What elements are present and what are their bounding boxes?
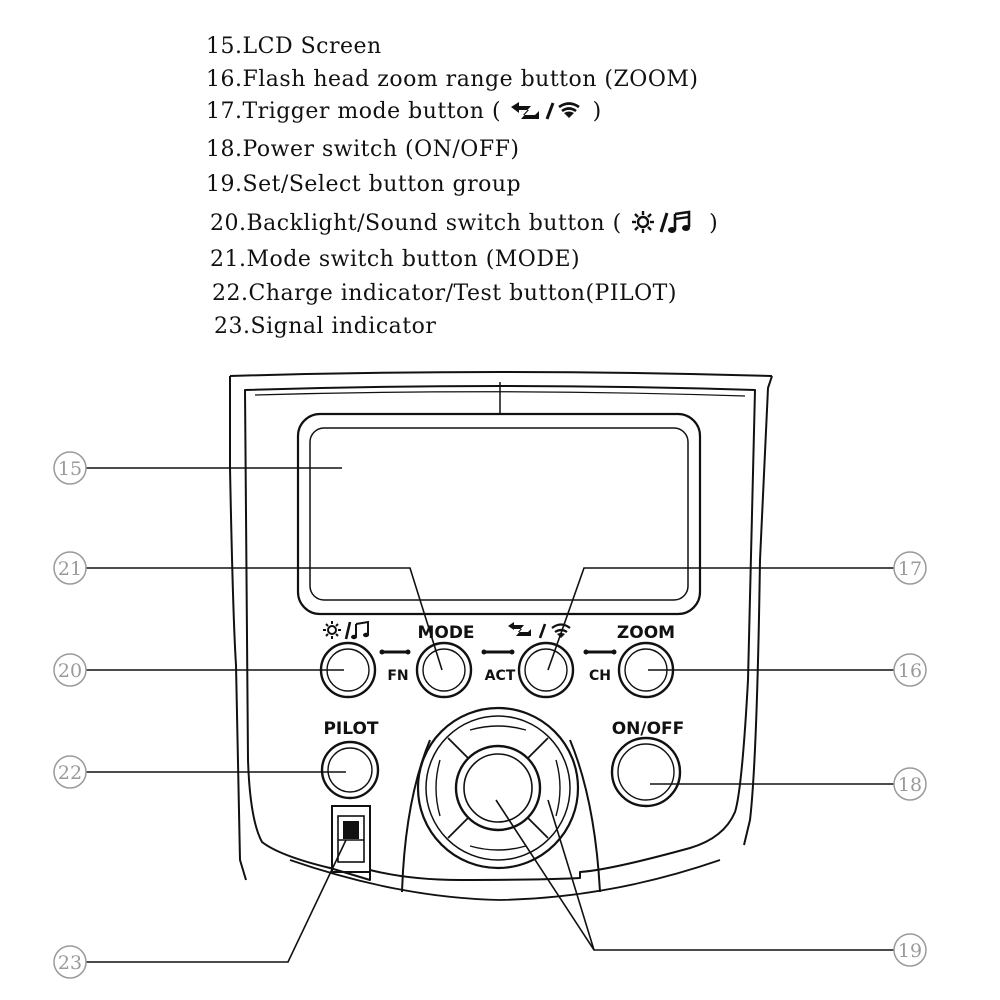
callout-22: 22 [58, 762, 82, 784]
lcd-screen-inner [309, 427, 689, 601]
mode-label: MODE [417, 623, 474, 643]
fn-label: FN [387, 668, 408, 684]
signal-indicator [331, 805, 371, 873]
legend-text: Charge indicator/Test button(PILOT) [248, 281, 677, 306]
lcd-screen [296, 412, 702, 616]
legend-item-23: 23.Signal indicator [214, 314, 436, 339]
legend-text: Trigger mode button ( [242, 99, 502, 124]
trigger-mode-label-icon [508, 622, 571, 639]
legend-item-21: 21.Mode switch button (MODE) [210, 247, 580, 272]
legend-item-18: 18.Power switch (ON/OFF) [206, 137, 519, 162]
callout-23: 23 [58, 952, 82, 974]
inner-panel [244, 385, 756, 881]
legend-text-after: ) [592, 99, 602, 124]
legend-number: 21. [210, 247, 247, 272]
callout-16: 16 [898, 660, 922, 682]
pilot-button[interactable] [320, 740, 380, 800]
callout-17: 17 [898, 558, 922, 580]
legend-number: 17. [206, 99, 243, 124]
trigger-mode-button[interactable] [517, 641, 575, 699]
legend-number: 23. [214, 314, 251, 339]
callout-circles [53, 451, 927, 979]
legend-item-15: 15.LCD Screen [206, 34, 382, 59]
callout-19: 19 [898, 940, 922, 962]
legend-number: 15. [206, 34, 243, 59]
set-select-button-group[interactable] [416, 706, 580, 870]
legend-text-after: ) [709, 211, 719, 236]
legend-text: LCD Screen [242, 34, 382, 59]
legend-number: 18. [206, 137, 243, 162]
ch-label: CH [589, 668, 611, 684]
callout-18: 18 [898, 774, 922, 796]
sun-music-icon [632, 210, 691, 233]
legend-item-20: 20.Backlight/Sound switch button ( ) [210, 210, 718, 236]
legend-text: Set/Select button group [242, 172, 522, 197]
backlight-sound-label-icon [323, 620, 369, 640]
callout-15: 15 [58, 458, 82, 480]
callout-21: 21 [58, 558, 82, 580]
legend-text: Flash head zoom range button (ZOOM) [242, 67, 699, 92]
legend-item-22: 22.Charge indicator/Test button(PILOT) [212, 281, 677, 306]
callout-20: 20 [58, 660, 82, 682]
device-outline-right [743, 375, 773, 846]
legend-text: Backlight/Sound switch button ( [246, 211, 622, 236]
zoom-label: ZOOM [617, 623, 675, 643]
legend-item-17: 17.Trigger mode button ( ) [206, 99, 602, 124]
on-off-label: ON/OFF [612, 719, 685, 739]
legend-item-16: 16.Flash head zoom range button (ZOOM) [206, 67, 698, 92]
legend-text: Power switch (ON/OFF) [242, 137, 520, 162]
legend-number: 16. [206, 67, 243, 92]
legend-number: 19. [206, 172, 243, 197]
legend-number: 22. [212, 281, 249, 306]
leader-lines [86, 467, 894, 963]
device-top-edge [229, 371, 773, 377]
on-off-button[interactable] [610, 736, 682, 808]
legend-list: 15.LCD Screen 16.Flash head zoom range b… [0, 0, 1000, 360]
legend-text: Signal indicator [250, 314, 437, 339]
legend-text: Mode switch button (MODE) [246, 247, 581, 272]
wireless-trigger-icon [510, 102, 580, 120]
act-label: ACT [485, 668, 516, 684]
legend-item-19: 19.Set/Select button group [206, 172, 521, 197]
mode-button[interactable] [415, 641, 473, 699]
pilot-label: PILOT [323, 719, 378, 739]
device-outline [229, 376, 247, 881]
legend-number: 20. [210, 211, 247, 236]
